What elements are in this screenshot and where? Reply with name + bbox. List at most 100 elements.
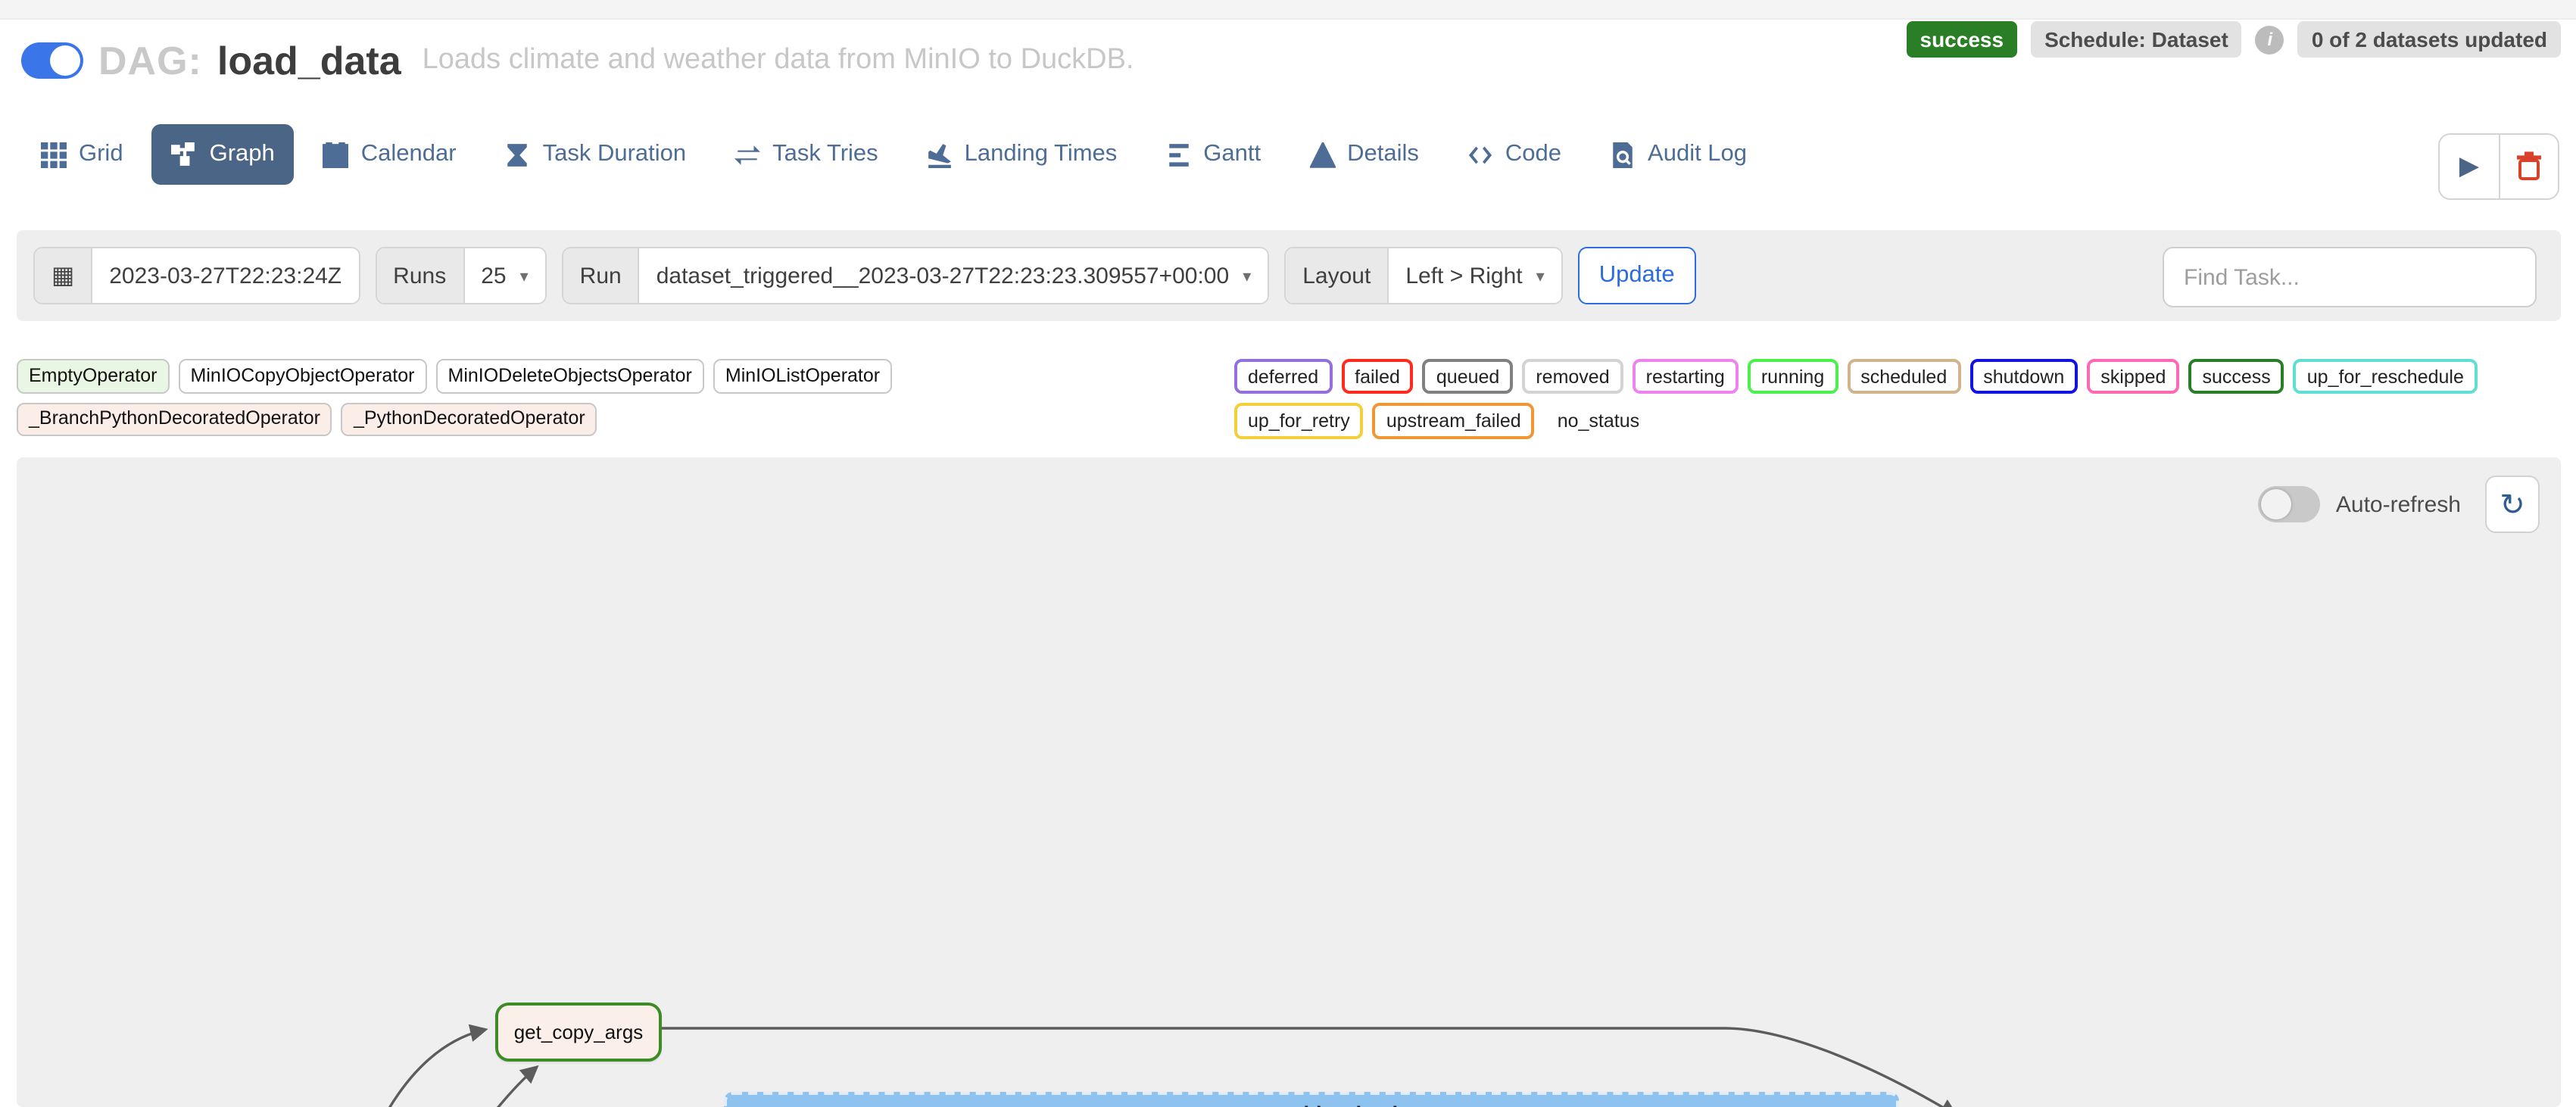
status-badge-shutdown[interactable]: shutdown: [1969, 359, 2079, 394]
edge-list_files_climate_bucket-to-get_copy_args: [388, 1024, 488, 1107]
refresh-button[interactable]: ↻: [2485, 476, 2540, 533]
tab-task-tries[interactable]: Task Tries: [715, 124, 898, 185]
task-node-label: get_copy_args: [513, 1021, 644, 1043]
find-task-input[interactable]: [2163, 247, 2537, 307]
tab-label: Grid: [79, 141, 123, 167]
auto-refresh-label: Auto-refresh: [2335, 491, 2461, 517]
schedule-badge: Schedule: Dataset: [2031, 21, 2242, 58]
filter-bar: ▦ 2023-03-27T22:23:24Z Runs 25 ▾ Run data…: [17, 230, 2561, 321]
dag-state-badge: success: [1906, 21, 2018, 58]
tab-grid[interactable]: Grid: [21, 124, 143, 185]
code-icon: [1467, 142, 1493, 167]
tab-label: Code: [1505, 141, 1562, 167]
tab-label: Graph: [209, 141, 275, 167]
status-badge-failed[interactable]: failed: [1341, 359, 1414, 394]
tab-label: Details: [1347, 141, 1419, 167]
runs-value: 25: [481, 263, 507, 288]
run-value: dataset_triggered__2023-03-27T22:23:23.3…: [656, 263, 1230, 288]
play-icon: ▶: [2459, 151, 2480, 180]
dag-description: Loads climate and weather data from MinI…: [422, 44, 1134, 76]
operator-badge[interactable]: EmptyOperator: [17, 359, 170, 394]
task-group-label: create_archive_bucket: [727, 1102, 1896, 1107]
delete-dag-button[interactable]: [2499, 135, 2558, 198]
tab-details[interactable]: Details: [1290, 124, 1439, 185]
status-badge-deferred[interactable]: deferred: [1234, 359, 1333, 394]
runs-select[interactable]: 25 ▾: [464, 248, 545, 303]
tab-graph[interactable]: Graph: [151, 124, 295, 185]
task-group-create_archive_bucket[interactable]: create_archive_bucket: [724, 1092, 1899, 1107]
grid-icon: [41, 142, 67, 167]
tab-landing-times[interactable]: Landing Times: [907, 124, 1137, 185]
chevron-down-icon: ▾: [1243, 267, 1252, 285]
tab-label: Gantt: [1203, 141, 1261, 167]
calendar-button[interactable]: ▦: [35, 248, 93, 303]
status-badge-upstream_failed[interactable]: upstream_failed: [1372, 403, 1535, 438]
layout-group: Layout Left > Right ▾: [1284, 247, 1563, 304]
task-node-get_copy_args[interactable]: get_copy_args: [495, 1003, 662, 1062]
dag-title: load_data: [217, 37, 401, 83]
run-select[interactable]: dataset_triggered__2023-03-27T22:23:23.3…: [639, 248, 1268, 303]
dag-prefix-label: DAG:: [98, 37, 202, 83]
status-badge-up_for_retry[interactable]: up_for_retry: [1234, 403, 1364, 438]
status-badge-scheduled[interactable]: scheduled: [1847, 359, 1961, 394]
view-tabs: Grid Graph Calendar Task Duration Task Tries…: [21, 124, 1767, 185]
details-icon: [1309, 142, 1336, 167]
auto-refresh-toggle[interactable]: [2258, 486, 2321, 522]
status-badge-queued[interactable]: queued: [1422, 359, 1514, 394]
status-badge-up_for_reschedule[interactable]: up_for_reschedule: [2293, 359, 2478, 394]
runs-label: Runs: [376, 248, 465, 303]
tab-label: Landing Times: [964, 141, 1118, 167]
tab-label: Task Tries: [772, 141, 878, 167]
edge-get_copy_args-to-copy_objects_to_archive: [662, 1027, 1959, 1107]
operator-badge[interactable]: _BranchPythonDecoratedOperator: [17, 402, 332, 437]
datasets-updated-badge[interactable]: 0 of 2 datasets updated: [2297, 21, 2561, 58]
calendar-icon: ▦: [51, 263, 75, 289]
status-badge-running[interactable]: running: [1747, 359, 1838, 394]
update-button[interactable]: Update: [1577, 247, 1696, 304]
tab-gantt[interactable]: Gantt: [1146, 124, 1280, 185]
dag-header: DAG: load_data Loads climate and weather…: [21, 33, 1134, 88]
operator-badge[interactable]: MinIOCopyObjectOperator: [178, 359, 427, 394]
run-group: Run dataset_triggered__2023-03-27T22:23:…: [561, 247, 1270, 304]
tab-label: Calendar: [360, 141, 457, 167]
repeat-icon: [734, 142, 761, 167]
dag-graph: create_archive_bucketget_copy_argslist_f…: [17, 457, 2561, 1107]
status-badge-restarting[interactable]: restarting: [1632, 359, 1739, 394]
tab-audit-log[interactable]: Audit Log: [1590, 124, 1767, 185]
run-label: Run: [563, 248, 640, 303]
status-badge-skipped[interactable]: skipped: [2087, 359, 2180, 394]
layout-label: Layout: [1286, 248, 1389, 303]
operator-badge[interactable]: MinIODeleteObjectsOperator: [435, 359, 704, 394]
base-date-group: ▦ 2023-03-27T22:23:24Z: [33, 247, 360, 304]
graph-icon: [171, 142, 198, 167]
tab-code[interactable]: Code: [1448, 124, 1581, 185]
chevron-down-icon: ▾: [1536, 267, 1545, 285]
edge-list_files_weather_bucket-to-get_copy_args: [496, 1065, 539, 1107]
status-badge-removed[interactable]: removed: [1522, 359, 1623, 394]
trigger-dag-button[interactable]: ▶: [2440, 135, 2499, 198]
chevron-down-icon: ▾: [519, 267, 529, 285]
dag-actions: ▶: [2438, 133, 2559, 200]
base-date-input[interactable]: 2023-03-27T22:23:24Z: [92, 248, 359, 303]
gantt-icon: [1165, 142, 1191, 167]
graph-panel: create_archive_bucketget_copy_argslist_f…: [17, 457, 2561, 1107]
hourglass-icon: [505, 142, 531, 167]
runs-group: Runs 25 ▾: [375, 247, 547, 304]
calendar-icon: [323, 142, 349, 167]
layout-value: Left > Right: [1405, 263, 1523, 288]
status-badge-success[interactable]: success: [2188, 359, 2284, 394]
layout-select[interactable]: Left > Right ▾: [1389, 248, 1561, 303]
tab-label: Audit Log: [1648, 141, 1748, 167]
dag-pause-toggle[interactable]: [21, 42, 83, 79]
operator-badge[interactable]: MinIOListOperator: [713, 359, 893, 394]
operator-badge[interactable]: _PythonDecoratedOperator: [341, 402, 597, 437]
tab-task-duration[interactable]: Task Duration: [485, 124, 706, 185]
auto-refresh-row: Auto-refresh ↻: [2258, 476, 2540, 533]
trash-icon: [2517, 151, 2541, 180]
info-icon[interactable]: i: [2255, 25, 2284, 54]
header-badges: success Schedule: Dataset i 0 of 2 datas…: [1906, 21, 2561, 58]
tab-label: Task Duration: [542, 141, 687, 167]
auditlog-icon: [1610, 142, 1636, 167]
tab-calendar[interactable]: Calendar: [304, 124, 476, 185]
